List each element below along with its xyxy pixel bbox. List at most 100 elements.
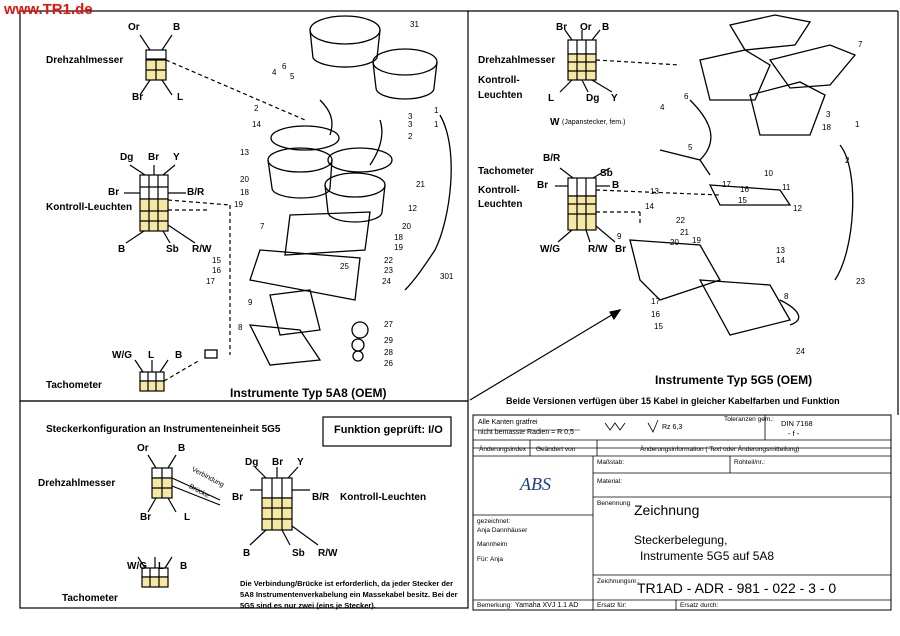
left-kontroll-title: Kontroll-Leuchten <box>46 202 133 213</box>
tb-aenderungsindex: Änderungsindex <box>479 446 526 453</box>
tb-toleranzen: Toleranzen gem.: <box>724 416 774 423</box>
right-tacho-title: Tachometer <box>478 166 534 177</box>
right-kontroll2-title: Kontroll- <box>478 185 520 196</box>
part-number: 12 <box>408 204 417 213</box>
left-kontroll-r-w: R/W <box>192 244 212 255</box>
part-number: 25 <box>340 262 349 271</box>
right-drehzahl-label: Drehzahlmesser <box>478 55 556 66</box>
part-number: 28 <box>384 348 393 357</box>
part-number: 7 <box>858 40 863 49</box>
tb-geaendert: Geändert von <box>536 446 576 453</box>
part-number: 17 <box>206 277 215 286</box>
part-number: 15 <box>654 322 663 331</box>
bottom-drehzahl-or: Or <box>137 443 149 454</box>
right-note: Beide Versionen verfügen über 15 Kabel i… <box>506 396 840 406</box>
part-number: 13 <box>776 246 785 255</box>
part-number: 8 <box>238 323 243 332</box>
tb-zeichnungsnr-label: Zeichnungsnr.: <box>597 578 640 585</box>
part-number: 2 <box>254 104 259 113</box>
tb-bemerkung: Yamaha XVJ 1.1 AD <box>515 602 579 609</box>
connector-tacho-right <box>555 167 616 243</box>
bottom-note-2: 5A8 Instrumentenverkabelung ein Massekab… <box>240 590 458 599</box>
tb-zeichnung: Zeichnung <box>634 502 700 518</box>
part-number: 3 <box>826 110 831 119</box>
part-number: 3 <box>408 120 413 129</box>
left-caption: Instrumente Typ 5A8 (OEM) <box>230 386 387 400</box>
part-number: 2 <box>408 132 413 141</box>
part-number: 16 <box>740 185 749 194</box>
part-number: 18 <box>394 233 403 242</box>
part-number: 23 <box>856 277 865 286</box>
right-kontroll2-r-w: R/W <box>588 244 608 255</box>
left-drehzahl-l: L <box>177 92 184 103</box>
left-kontroll-br: Br <box>148 152 160 163</box>
tb-title-2: Instrumente 5G5 auf 5A8 <box>640 549 775 563</box>
left-kontroll-b: B <box>118 244 126 255</box>
right-kontroll-title: Kontroll- <box>478 75 520 86</box>
left-kontroll-br-r: B/R <box>187 187 205 198</box>
left-kontroll-sb: Sb <box>166 244 179 255</box>
connector-kontroll-left <box>124 164 196 244</box>
right-japan-note: (Japanstecker, fem.) <box>562 119 626 126</box>
part-number: 29 <box>384 336 393 345</box>
part-number: 14 <box>776 256 785 265</box>
connector-kontroll-bottom <box>249 466 319 546</box>
part-number: 9 <box>617 232 622 241</box>
tb-din: DIN 7168 <box>781 419 813 428</box>
left-drehzahl-br: Br <box>132 92 144 103</box>
bottom-kontroll-y: Y <box>297 457 304 468</box>
connector-tacho-left <box>134 359 169 392</box>
bottom-title: Steckerkonfiguration an Instrumenteneinh… <box>46 424 281 435</box>
part-number: 1 <box>434 106 439 115</box>
part-number: 20 <box>240 175 249 184</box>
part-number: 8 <box>784 292 789 301</box>
tb-kanten-1: Alle Kanten gratfrei <box>478 419 538 426</box>
right-kontroll-or: Or <box>580 22 592 33</box>
bottom-drehzahl-b: B <box>178 443 186 454</box>
bottom-kontroll-br: Br <box>272 457 284 468</box>
part-number: 5 <box>688 143 693 152</box>
part-number: 4 <box>272 68 277 77</box>
tb-massstab: Maßstab: <box>597 459 625 466</box>
left-tacho-wg: W/G <box>112 350 132 361</box>
right-kontroll-br: Br <box>556 22 568 33</box>
part-number: 15 <box>738 196 747 205</box>
part-number: 301 <box>440 272 454 281</box>
part-number: 31 <box>410 20 419 29</box>
tb-ort: Mannheim <box>477 541 508 548</box>
right-kontroll-b: B <box>602 22 610 33</box>
left-kontroll-y: Y <box>173 152 180 163</box>
part-number: 17 <box>722 180 731 189</box>
tb-bemerkung-label: Bemerkung: <box>477 602 513 609</box>
tb-zeichnungsnr: TR1AD - ADR - 981 - 022 - 3 - 0 <box>637 580 837 596</box>
part-number: 24 <box>796 347 805 356</box>
site-url[interactable]: www.TR1.de <box>4 1 93 18</box>
tb-benennung: Benennung <box>597 500 631 507</box>
bottom-tacho-l: L <box>158 561 165 572</box>
part-number: 1 <box>434 120 439 129</box>
bottom-drehzahl-l: L <box>184 512 191 523</box>
connector-kontroll-right-top <box>559 29 613 93</box>
part-number: 18 <box>240 188 249 197</box>
part-number: 6 <box>684 92 689 101</box>
bottom-tacho-title: Tachometer <box>62 593 118 604</box>
part-number: 26 <box>384 359 393 368</box>
bottom-tacho-wg: W/G <box>127 561 147 572</box>
tb-ersatz-fuer: Ersatz für: <box>597 602 627 609</box>
right-kontroll2-wg: W/G <box>540 244 560 255</box>
part-number: 4 <box>660 103 665 112</box>
tb-logo: ABS <box>520 474 551 494</box>
tb-rohteil: Rohteil/nr.: <box>734 459 766 466</box>
part-number: 2 <box>845 156 850 165</box>
part-number: 10 <box>764 169 773 178</box>
bottom-kontroll-r-w: R/W <box>318 548 338 559</box>
part-number: 16 <box>212 266 221 275</box>
part-number: 18 <box>822 123 831 132</box>
part-number: 7 <box>260 222 265 231</box>
left-drehzahl-or: Or <box>128 22 140 33</box>
part-number: 24 <box>382 277 391 286</box>
part-number: 1 <box>855 120 860 129</box>
left-tacho-l: L <box>148 350 155 361</box>
tb-title-1: Steckerbelegung, <box>634 533 728 547</box>
right-tacho-br: Br <box>537 180 549 191</box>
